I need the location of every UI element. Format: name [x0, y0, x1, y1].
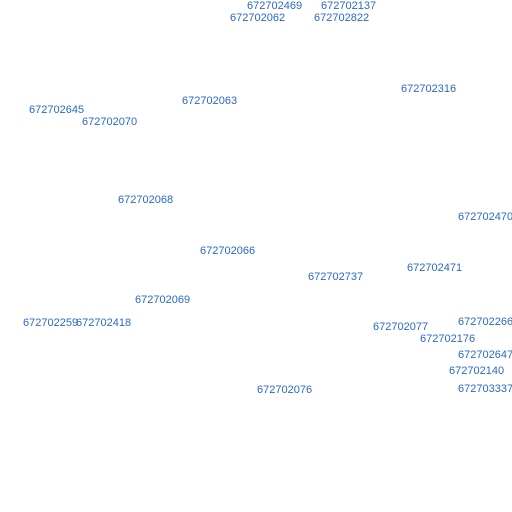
point-label[interactable]: 672702070 — [82, 116, 138, 128]
point-label[interactable]: 672702316 — [401, 83, 457, 95]
point-label[interactable]: 672702266 — [458, 316, 512, 328]
point-label[interactable]: 672702259 — [23, 317, 79, 329]
point-label[interactable]: 672702470 — [458, 211, 512, 223]
point-label[interactable]: 672702077 — [373, 321, 429, 333]
point-label[interactable]: 672702069 — [135, 294, 191, 306]
point-label[interactable]: 672702645 — [29, 104, 85, 116]
point-label[interactable]: 672702176 — [420, 333, 476, 345]
point-label[interactable]: 672702822 — [314, 12, 370, 24]
point-label[interactable]: 672702068 — [118, 194, 174, 206]
point-label[interactable]: 672702737 — [308, 271, 364, 283]
point-label[interactable]: 672702647 — [458, 349, 512, 361]
point-label[interactable]: 672703337 — [458, 383, 512, 395]
point-label[interactable]: 672702063 — [182, 95, 238, 107]
point-label[interactable]: 672702076 — [257, 384, 313, 396]
point-label[interactable]: 672702137 — [321, 0, 377, 12]
point-label[interactable]: 672702469 — [247, 0, 303, 12]
point-label[interactable]: 672702062 — [230, 12, 286, 24]
point-label[interactable]: 672702471 — [407, 262, 463, 274]
point-label[interactable]: 672702140 — [449, 365, 505, 377]
point-label[interactable]: 672702418 — [76, 317, 132, 329]
point-label[interactable]: 672702066 — [200, 245, 256, 257]
